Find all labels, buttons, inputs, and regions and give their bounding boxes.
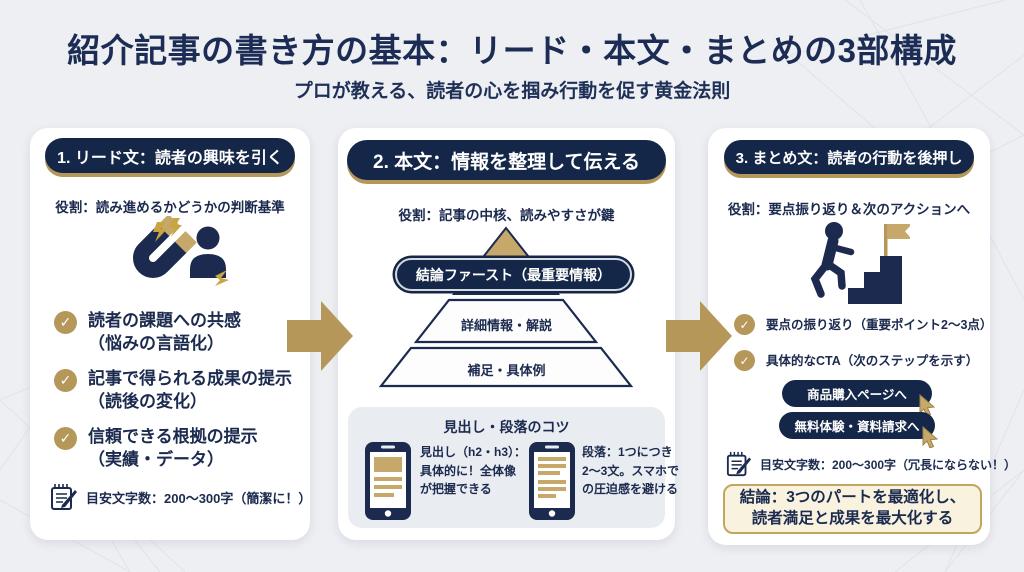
lead-check-item: ✓ 読者の課題への共感 （悩みの言語化） — [54, 310, 241, 356]
check-icon: ✓ — [54, 369, 77, 392]
smartphone-heading-icon — [365, 442, 411, 520]
panel-body: 2. 本文：情報を整理して伝える 役割：記事の中核、読みやすさが鍵 結論ファース… — [338, 128, 679, 540]
lead-check-item: ✓ 記事で得られる成果の提示 （読後の変化） — [54, 368, 292, 414]
panel-summary-role: 役割：要点振り返り＆次のアクションへ — [727, 202, 971, 217]
memo-icon — [726, 451, 752, 477]
pyramid-tier1-label: 結論ファースト（最重要情報） — [395, 258, 632, 291]
check-label: 具体的なCTA（次のステップを示す） — [766, 354, 979, 368]
panel-summary-header: 3. まとめ文：読者の行動を後押し — [724, 140, 974, 174]
tips-heading-line: 見出し（h2・h3）： — [420, 445, 527, 459]
panel-lead-role: 役割：読み進めるかどうかの判断基準 — [55, 200, 285, 215]
memo-icon — [51, 484, 77, 510]
tips-paragraph-line: 段落：1つにつき — [582, 445, 673, 459]
cta-label: 商品購入ページへ — [807, 388, 907, 402]
panel-body-header: 2. 本文：情報を整理して伝える — [347, 140, 666, 180]
magnet-icon — [133, 216, 229, 286]
cta-label: 無料体験・資料請求へ — [794, 420, 920, 434]
pyramid-tier2-label: 詳細情報・解説 — [460, 318, 552, 333]
note-text: 目安文字数：200〜300字（簡潔に！） — [86, 490, 312, 506]
tips-paragraph-line: 2〜3文。スマホで — [582, 463, 679, 478]
cta-button-purchase: 商品購入ページへ — [782, 380, 936, 416]
check-label: 要点の振り返り（重要ポイント2〜3点） — [766, 318, 993, 332]
note-text: 目安文字数：200〜300字（冗長にならない！） — [760, 457, 1017, 472]
panel-lead: 1. リード文：読者の興味を引く 役割：読み進めるかどうかの判断基準 ✓ 読者の… — [30, 128, 311, 540]
cta-button-trial: 無料体験・資料請求へ — [779, 412, 939, 448]
lead-note: 目安文字数：200〜300字（簡潔に！） — [50, 482, 311, 512]
page-title: 紹介記事の書き方の基本：リード・本文・まとめの3部構成 — [67, 32, 957, 69]
summary-check-item: ✓ 要点の振り返り（重要ポイント2〜3点） — [734, 313, 992, 335]
tips-heading-text: 見出し（h2・h3）： 具体的に！全体像 が把握できる — [420, 443, 526, 499]
conclusion-line: 読者満足と成果を最大化する — [751, 510, 954, 527]
lead-check-item: ✓ 信頼できる根拠の提示 （実績・データ） — [54, 426, 258, 472]
summary-check-item: ✓ 具体的なCTA（次のステップを示す） — [734, 349, 978, 371]
check-label: 記事で得られる成果の提示 — [88, 369, 292, 388]
check-sublabel: （読後の変化） — [88, 391, 207, 411]
panel-body-role: 役割：記事の中核、読みやすさが鍵 — [398, 208, 615, 223]
panel-summary: 3. まとめ文：読者の行動を後押し 役割：要点振り返り＆次のアクションへ ✓ 要… — [708, 128, 1016, 545]
tips-heading-line: 具体的に！全体像 — [420, 463, 517, 478]
check-icon: ✓ — [54, 427, 77, 450]
check-icon: ✓ — [734, 350, 755, 371]
check-icon: ✓ — [54, 311, 77, 334]
flow-arrow-right-icon — [666, 301, 732, 371]
check-icon: ✓ — [734, 314, 755, 335]
conclusion-line: 結論：3つのパートを最適化し、 — [739, 489, 966, 507]
flow-arrow-right-icon — [287, 301, 353, 371]
panel-lead-header: 1. リード文：読者の興味を引く — [45, 138, 295, 173]
tips-title: 見出し・段落のコツ — [443, 419, 570, 435]
check-sublabel: （悩みの言語化） — [88, 333, 224, 353]
cursor-icon — [922, 426, 939, 448]
check-label: 読者の課題への共感 — [88, 311, 241, 330]
check-sublabel: （実績・データ） — [88, 449, 224, 469]
tips-paragraph-text: 段落：1つにつき 2〜3文。スマホで の圧迫感を避ける — [582, 443, 679, 499]
summary-note: 目安文字数：200〜300字（冗長にならない！） — [726, 450, 1016, 478]
tips-heading-line: が把握できる — [420, 482, 492, 497]
pyramid-tier3-label: 補足・具体例 — [467, 363, 546, 378]
climb-steps-flag-icon — [810, 222, 910, 304]
page-subtitle: プロが教える、読者の心を掴み行動を促す黄金法則 — [293, 81, 731, 102]
check-label: 信頼できる根拠の提示 — [88, 427, 258, 446]
tips-box: 見出し・段落のコツ 見出し（h2・h3）： 具体的に！全体像 が把握できる — [348, 407, 679, 528]
tips-paragraph-line: の圧迫感を避ける — [582, 482, 679, 497]
conclusion-box: 結論：3つのパートを最適化し、 読者満足と成果を最大化する — [723, 484, 982, 534]
smartphone-paragraph-icon — [529, 442, 575, 520]
